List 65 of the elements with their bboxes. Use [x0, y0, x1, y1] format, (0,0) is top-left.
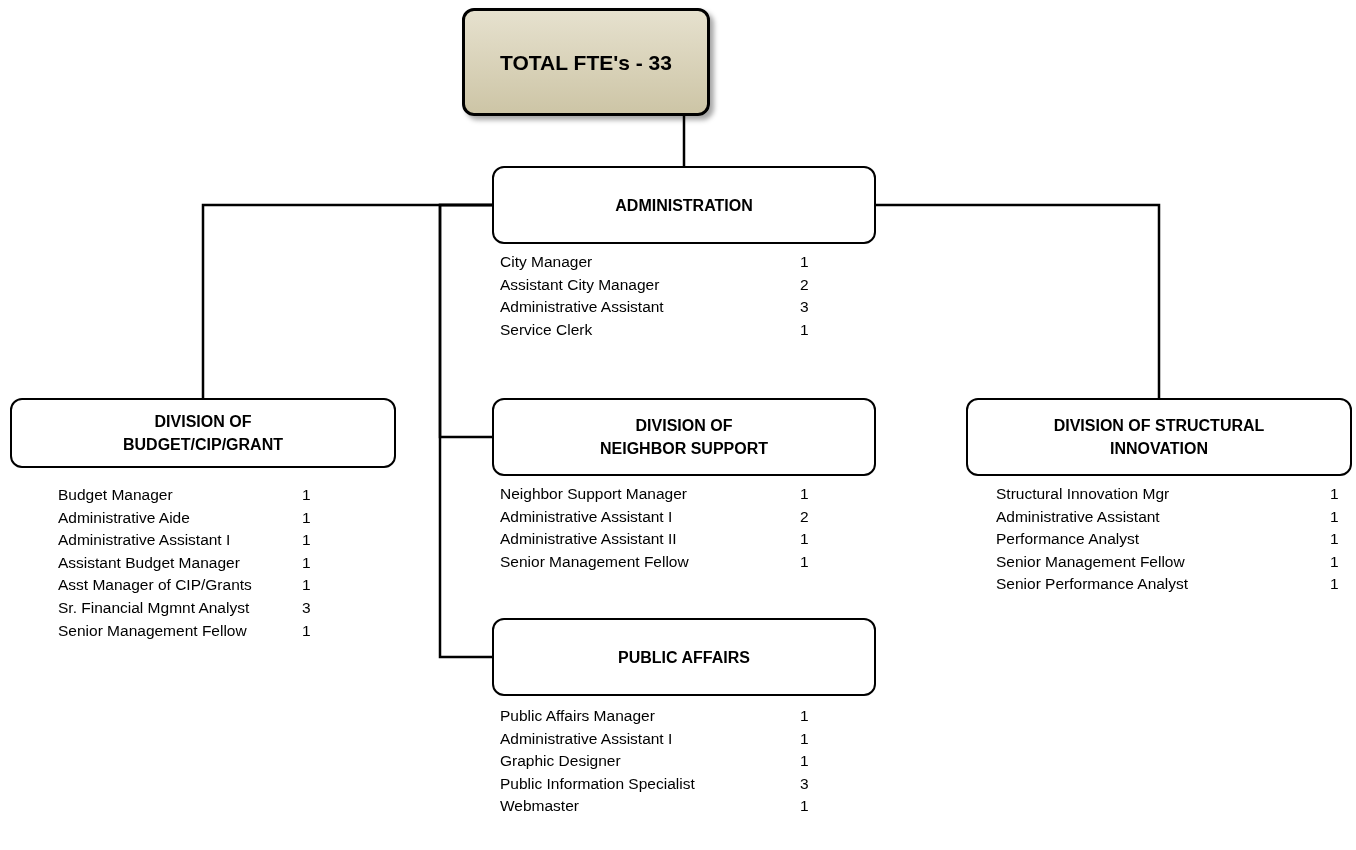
fte-count: 1: [800, 319, 810, 340]
box-title: DIVISION OF BUDGET/CIP/GRANT: [122, 412, 284, 455]
fte-count: 1: [800, 551, 810, 572]
position-title: Budget Manager: [58, 485, 174, 505]
fte-count: 3: [302, 597, 312, 618]
fte-count: 1: [302, 552, 312, 573]
position-title: Service Clerk: [500, 319, 594, 340]
fte-count: 1: [800, 252, 810, 272]
position-title: Administrative Assistant: [500, 297, 665, 318]
fte-count: 3: [800, 297, 810, 318]
fte-count: 2: [800, 506, 810, 527]
position-title: Administrative Assistant I: [58, 530, 232, 551]
position-title: Performance Analyst: [996, 529, 1140, 550]
fte-count: 1: [1330, 506, 1340, 527]
box-title: TOTAL FTE's - 33: [500, 50, 672, 74]
position-title: Sr. Financial Mgmnt Analyst: [58, 597, 251, 618]
position-title: Public Affairs Manager: [500, 706, 656, 726]
fte-count: 1: [1330, 574, 1340, 595]
box-title: DIVISION OF STRUCTURAL INNOVATION: [1052, 416, 1266, 459]
position-title: Senior Management Fellow: [996, 551, 1186, 572]
fte-count: 1: [302, 620, 312, 641]
position-title: Senior Performance Analyst: [996, 574, 1190, 595]
fte-count: 1: [302, 530, 312, 551]
position-title: Administrative Aide: [58, 507, 191, 528]
connector-line: [682, 116, 686, 166]
fte-count: 1: [800, 728, 810, 749]
position-title: Webmaster: [500, 796, 580, 817]
box-title: PUBLIC AFFAIRS: [618, 647, 750, 668]
division-box: [492, 398, 876, 476]
fte-count: 1: [800, 751, 810, 772]
fte-count: 1: [1330, 529, 1340, 550]
division-box: [966, 398, 1352, 476]
position-title: Administrative Assistant I: [500, 506, 674, 527]
fte-count: 1: [302, 575, 312, 596]
position-title: Administrative Assistant: [996, 506, 1161, 527]
position-title: Senior Management Fellow: [500, 551, 690, 572]
division-box: [492, 618, 876, 696]
fte-count: 1: [800, 529, 810, 550]
division-box: [10, 398, 396, 468]
total-box: [462, 8, 710, 116]
fte-count: 1: [302, 507, 312, 528]
position-title: Senior Management Fellow: [58, 620, 248, 641]
position-title: City Manager: [500, 252, 594, 272]
fte-count: 3: [800, 773, 810, 794]
position-title: Assistant City Manager: [500, 274, 661, 295]
position-title: Neighbor Support Manager: [500, 484, 688, 504]
division-box: [492, 166, 876, 244]
position-title: Asst Manager of CIP/Grants: [58, 575, 253, 596]
position-title: Public Information Specialist: [500, 773, 696, 794]
position-title: Graphic Designer: [500, 751, 622, 772]
position-title: Assistant Budget Manager: [58, 552, 241, 573]
connector-line: [876, 203, 1161, 398]
position-title: Administrative Assistant II: [500, 529, 678, 550]
connector-line: [438, 203, 492, 659]
fte-count: 1: [800, 706, 810, 726]
position-title: Administrative Assistant I: [500, 728, 674, 749]
fte-count: 1: [1330, 484, 1340, 504]
fte-count: 1: [302, 485, 312, 505]
position-title: Structural Innovation Mgr: [996, 484, 1171, 504]
fte-count: 1: [1330, 551, 1340, 572]
fte-count: 1: [800, 484, 810, 504]
fte-count: 1: [800, 796, 810, 817]
fte-count: 2: [800, 274, 810, 295]
box-title: ADMINISTRATION: [615, 195, 753, 216]
box-title: DIVISION OF NEIGHBOR SUPPORT: [599, 416, 769, 459]
